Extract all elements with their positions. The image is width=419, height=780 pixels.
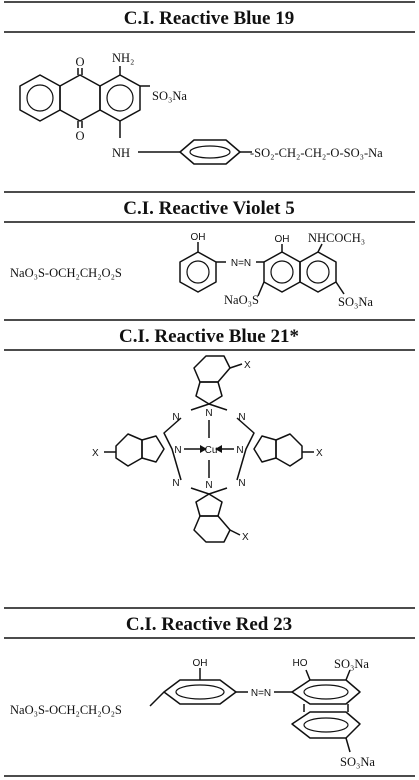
structure-reactive-blue-21 bbox=[104, 355, 314, 543]
label-carbonyl-top: O bbox=[75, 55, 84, 69]
section-title-reactive-violet-5: C.I. Reactive Violet 5 bbox=[123, 198, 294, 219]
section-title-reactive-blue-19: C.I. Reactive Blue 19 bbox=[124, 8, 294, 29]
table-rules bbox=[4, 1, 415, 777]
structure-reactive-blue-19 bbox=[19, 66, 252, 165]
section-title-reactive-blue-21: C.I. Reactive Blue 21* bbox=[119, 326, 299, 347]
label-azo-red: N=N bbox=[251, 688, 271, 699]
label-sulfonate-bottom-red: SO₃Na bbox=[340, 755, 375, 769]
label-bridge-n-lower-left: N bbox=[172, 478, 179, 489]
label-copper-center: Cu bbox=[205, 445, 218, 456]
label-pyrrole-n-right: N bbox=[236, 445, 243, 456]
label-x-bottom: X bbox=[242, 532, 249, 543]
label-phenol-oh-red: OH bbox=[193, 658, 208, 669]
label-naphthol-oh: OH bbox=[275, 234, 290, 245]
label-azo-violet: N=N bbox=[231, 258, 251, 269]
label-bridge-n-lower-right: N bbox=[238, 478, 245, 489]
structure-reactive-violet-5 bbox=[179, 242, 345, 297]
label-vinylsulfone-chain: -SO₂-CH₂-CH₂-O-SO₃-Na bbox=[250, 146, 383, 160]
label-sulfonate-left: NaO₃S bbox=[224, 293, 259, 307]
label-x-right: X bbox=[316, 448, 323, 459]
label-sulfatoethylsulfonyl-violet: NaO₃S-OCH₂CH₂O₂S bbox=[10, 266, 122, 280]
label-bridge-n-upper-left: N bbox=[172, 412, 179, 423]
label-sulfatoethylsulfonyl-red: NaO₃S-OCH₂CH₂O₂S bbox=[10, 703, 122, 717]
label-sulfonate-right: SO₃Na bbox=[338, 295, 373, 309]
label-amino: NH₂ bbox=[112, 51, 134, 65]
label-x-top: X bbox=[244, 360, 251, 371]
label-pyrrole-n-bottom: N bbox=[205, 480, 212, 491]
section-title-reactive-red-23: C.I. Reactive Red 23 bbox=[126, 614, 292, 635]
label-sulfonate: SO₃Na bbox=[152, 89, 187, 103]
label-pyrrole-n-left: N bbox=[174, 445, 181, 456]
label-pyrrole-n-top: N bbox=[205, 408, 212, 419]
label-x-left: X bbox=[92, 448, 99, 459]
label-nh-linker: NH bbox=[112, 146, 130, 160]
structure-reactive-red-23 bbox=[149, 668, 361, 753]
label-carbonyl-bottom: O bbox=[75, 129, 84, 143]
label-bridge-n-upper-right: N bbox=[238, 412, 245, 423]
label-phenol-oh: OH bbox=[191, 232, 206, 243]
label-sulfonate-top-red: SO₃Na bbox=[334, 657, 369, 671]
label-naphthol-ho: HO bbox=[293, 658, 308, 669]
label-acetylamino: NHCOCH₃ bbox=[308, 231, 365, 245]
